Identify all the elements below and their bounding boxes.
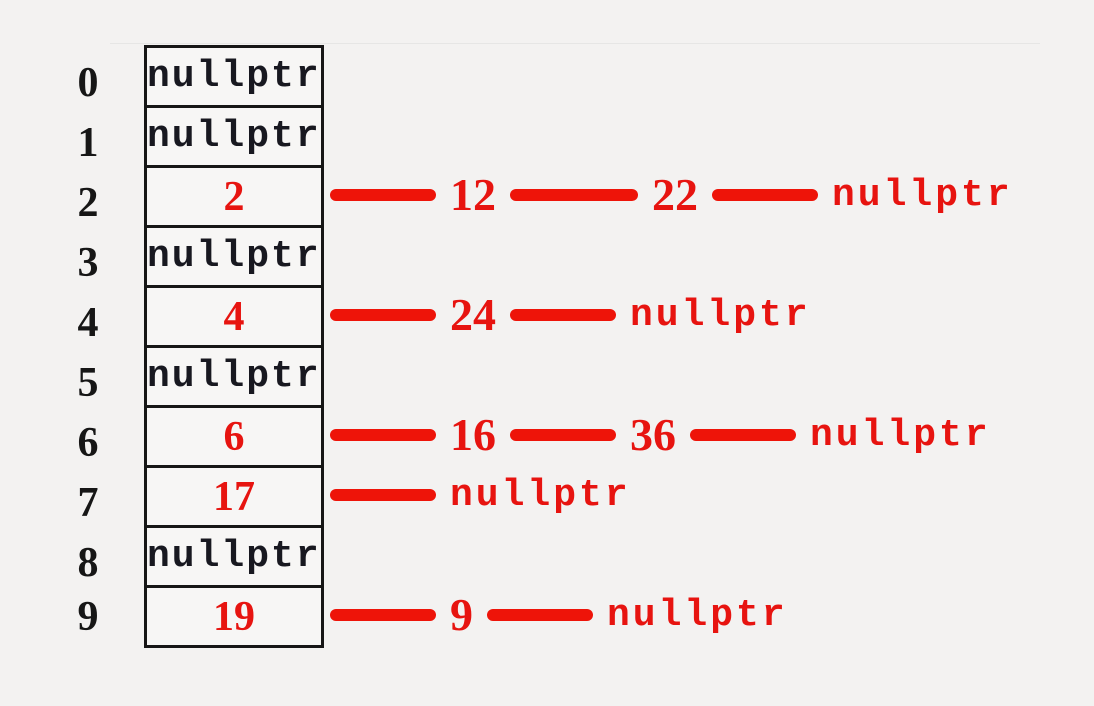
bucket-cell-0: nullptr	[147, 48, 321, 108]
cell-value: nullptr	[147, 535, 321, 578]
bucket-cell-9: 19	[147, 588, 321, 645]
bucket-cell-4: 4	[147, 288, 321, 348]
bucket-cell-2: 2	[147, 168, 321, 228]
link-line	[330, 189, 436, 201]
cell-value: 19	[213, 593, 255, 640]
chain-tail-nullptr: nullptr	[810, 413, 991, 457]
link-line	[510, 429, 616, 441]
cell-value: 4	[223, 293, 245, 340]
bucket-index-4: 4	[77, 300, 99, 346]
link-line	[330, 609, 436, 621]
cell-value: nullptr	[147, 55, 321, 98]
chain-tail-nullptr: nullptr	[630, 293, 811, 337]
chain-bucket-2: 12 22 nullptr	[330, 165, 1013, 225]
bucket-index-6: 6	[77, 420, 99, 466]
chain-tail-nullptr: nullptr	[832, 173, 1013, 217]
bucket-array: nullptr nullptr 2 nullptr 4 nullptr 6 17…	[144, 45, 324, 648]
bucket-index-7: 7	[77, 480, 99, 526]
chain-bucket-7: nullptr	[330, 465, 631, 525]
chain-node: 36	[630, 409, 676, 460]
link-line	[330, 309, 436, 321]
cell-value: nullptr	[147, 115, 321, 158]
chain-bucket-4: 24 nullptr	[330, 285, 811, 345]
bucket-index-2: 2	[77, 180, 99, 226]
link-line	[712, 189, 818, 201]
chain-node: 16	[450, 409, 496, 460]
chain-node: 22	[652, 169, 698, 220]
chain-tail-nullptr: nullptr	[607, 593, 788, 637]
bucket-cell-6: 6	[147, 408, 321, 468]
bucket-cell-1: nullptr	[147, 108, 321, 168]
chain-bucket-6: 16 36 nullptr	[330, 405, 991, 465]
bucket-cell-3: nullptr	[147, 228, 321, 288]
link-line	[510, 309, 616, 321]
chain-bucket-9: 9 nullptr	[330, 585, 788, 645]
cell-value: 17	[213, 473, 255, 520]
bucket-index-5: 5	[77, 360, 99, 406]
bucket-index-9: 9	[77, 594, 99, 640]
link-line	[330, 489, 436, 501]
cell-value: nullptr	[147, 235, 321, 278]
bucket-index-3: 3	[77, 240, 99, 286]
cell-value: 2	[223, 173, 245, 220]
chain-tail-nullptr: nullptr	[450, 473, 631, 517]
bucket-cell-5: nullptr	[147, 348, 321, 408]
cell-value: 6	[223, 413, 245, 460]
cell-value: nullptr	[147, 355, 321, 398]
bucket-cell-8: nullptr	[147, 528, 321, 588]
link-line	[510, 189, 638, 201]
chain-node: 12	[450, 169, 496, 220]
chain-node: 9	[450, 589, 473, 640]
gridline-artifact	[110, 43, 1040, 44]
chain-node: 24	[450, 289, 496, 340]
bucket-index-0: 0	[77, 60, 99, 106]
link-line	[487, 609, 593, 621]
link-line	[690, 429, 796, 441]
bucket-cell-7: 17	[147, 468, 321, 528]
bucket-index-8: 8	[77, 540, 99, 586]
bucket-index-1: 1	[77, 120, 99, 166]
link-line	[330, 429, 436, 441]
